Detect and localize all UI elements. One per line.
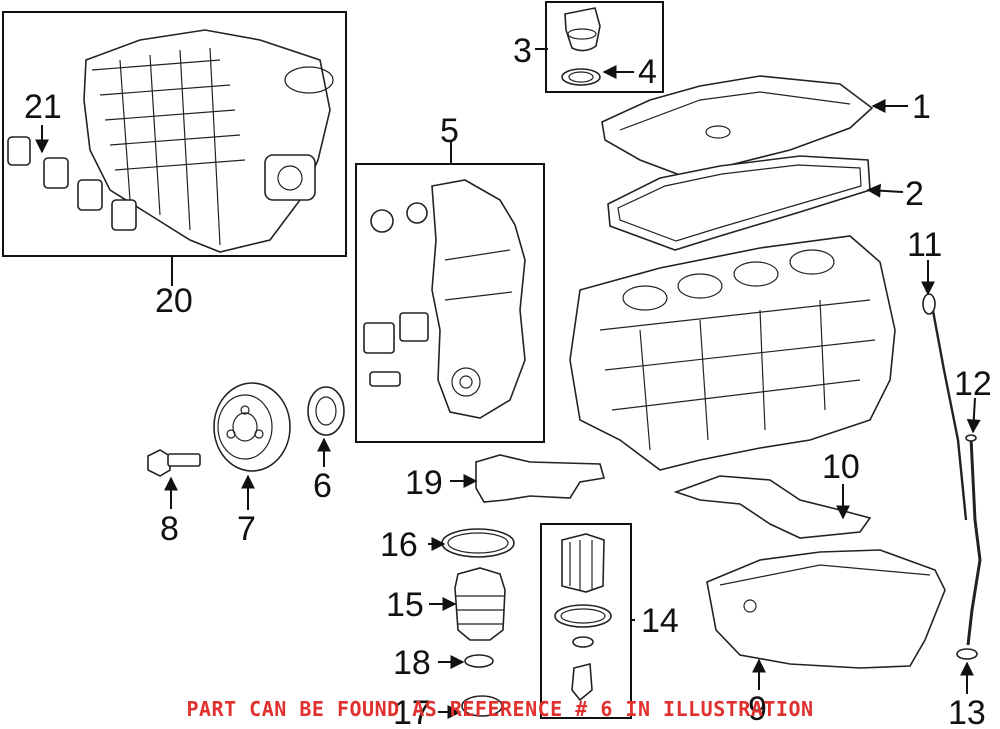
callout-18: 18 [393,644,431,682]
drain-plug [461,695,503,717]
dipstick [922,293,936,315]
intake-manifold-box [2,11,347,257]
valve-cover [601,75,874,176]
oil-baffle [673,475,872,539]
callout-13: 13 [948,694,986,729]
oil-pump [475,454,606,503]
callout-labels: 1 2 3 4 5 6 7 8 9 10 11 12 13 14 15 16 1… [24,32,992,729]
callout-6: 6 [313,467,332,505]
callout-21: 21 [24,88,62,126]
callout-15: 15 [386,586,424,624]
callout-3: 3 [513,32,532,70]
intake-manifold [83,29,334,253]
engine-block [569,235,896,471]
oil-filter-box [540,523,632,719]
valve-cover-gasket [607,155,871,251]
callout-12: 12 [954,365,992,403]
oil-cap-box [545,1,664,93]
callout-2: 2 [905,175,924,213]
callout-20: 20 [155,282,193,320]
callout-14: 14 [641,602,679,640]
callout-17: 17 [393,694,431,729]
callout-11: 11 [907,226,942,264]
callout-1: 1 [912,88,931,126]
dipstick-tube [965,434,977,442]
timing-cover [363,179,526,419]
crank-seal [307,386,345,436]
callout-16: 16 [380,526,418,564]
pulley-bolt [147,449,201,477]
oil-pan [706,549,946,669]
callout-8: 8 [160,510,179,548]
callout-19: 19 [405,464,443,502]
oil-filter-housing [454,567,506,641]
callout-5: 5 [440,112,459,150]
oil-cap-gasket [561,68,601,86]
oil-filler-cap [564,7,601,52]
callout-9: 9 [748,690,767,728]
callout-7: 7 [237,510,256,548]
reference-notice: PART CAN BE FOUND AS REFERENCE # 6 IN IL… [186,697,814,721]
tube-o-ring [956,648,978,660]
drain-gasket [464,654,494,668]
crank-pulley [213,382,291,472]
intake-gaskets [7,136,137,231]
callout-10: 10 [822,448,860,486]
callout-4: 4 [638,53,657,91]
leader-lines [35,48,981,719]
oil-filter-kit [554,533,612,702]
